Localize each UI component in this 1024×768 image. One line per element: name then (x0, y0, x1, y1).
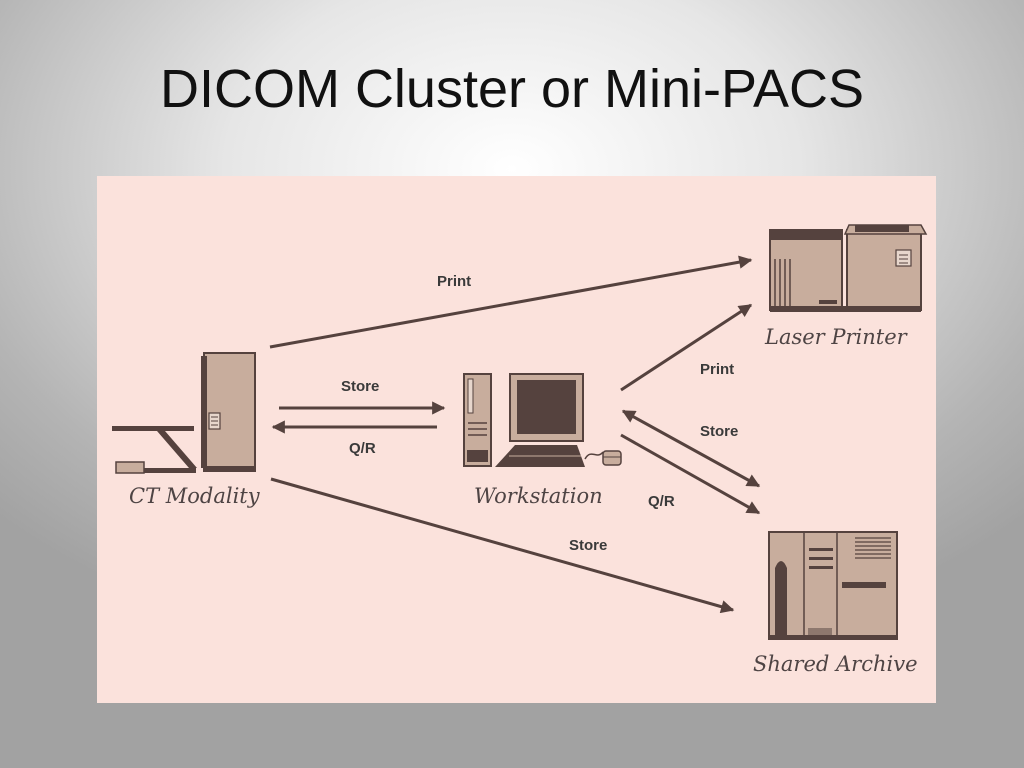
archive-server-icon (768, 531, 898, 640)
slide-title: DICOM Cluster or Mini-PACS (159, 59, 865, 119)
laser-printer-icon (769, 224, 928, 312)
label-workstation-to-archive-qr: Q/R (648, 493, 675, 510)
network-diagram: Print Store Q/R Store Print Store Q/R CT… (112, 224, 928, 676)
label-ct-to-workstation: Store (341, 378, 379, 395)
laser-printer-label: Laser Printer (764, 325, 909, 349)
ct-modality-label: CT Modality (129, 484, 261, 508)
arrow-workstation-to-archive-qr (620, 433, 761, 515)
arrow-workstation-to-printer (620, 303, 753, 392)
workstation-computer-icon (463, 373, 622, 467)
label-workstation-archive-store: Store (700, 423, 738, 440)
shared-archive-label: Shared Archive (753, 652, 918, 676)
arrow-workstation-archive-store (621, 409, 761, 488)
label-workstation-to-ct: Q/R (349, 440, 376, 457)
label-ct-to-printer: Print (437, 273, 471, 290)
label-workstation-to-printer: Print (700, 361, 734, 378)
workstation-label: Workstation (474, 484, 603, 508)
arrow-ct-to-printer (269, 255, 753, 349)
arrow-ct-to-archive (270, 477, 735, 614)
label-ct-to-archive: Store (569, 537, 607, 554)
ct-scanner-icon (112, 352, 256, 474)
diagram-panel: Print Store Q/R Store Print Store Q/R CT… (97, 176, 936, 703)
